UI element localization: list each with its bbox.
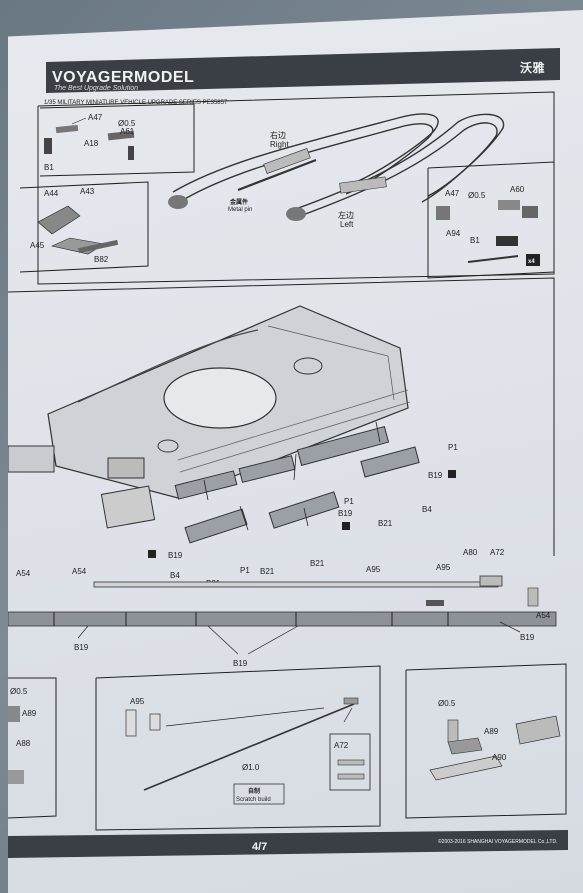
inset-bottom-left: Ø0.5 A89 A88 xyxy=(8,677,57,819)
label-p1-b: P1 xyxy=(344,497,354,506)
label-scratch-en: Scratch build xyxy=(236,797,271,803)
label-a90: A90 xyxy=(492,753,507,762)
label-left-cn: 左边 xyxy=(338,210,354,220)
label-a95-a: A95 xyxy=(366,565,381,574)
label-d10: Ø1.0 xyxy=(242,763,260,772)
marker-black-3 xyxy=(148,550,156,558)
label-b19-a: B19 xyxy=(428,471,443,480)
label-b4-b: B4 xyxy=(170,571,180,580)
rail-drawing xyxy=(8,575,557,627)
label-metal-pin-cn: 金属件 xyxy=(229,198,248,206)
label-b21-b: B21 xyxy=(310,559,325,568)
label-d05: Ø0.5 xyxy=(118,119,136,128)
header-banner: VOYAGERMODEL The Best Upgrade Solution 沃… xyxy=(46,48,560,93)
page-number: 4/7 xyxy=(252,841,267,853)
label-scratch-cn: 自制 xyxy=(248,787,260,795)
label-a44: A44 xyxy=(44,189,59,198)
label-metal-pin-en: Metal pin xyxy=(228,207,252,213)
inset-right: A47 Ø0.5 A60 A94 B1 x4 xyxy=(427,161,555,279)
hull-drawing xyxy=(8,305,411,529)
inset-bottom-right: Ø0.5 A89 A90 xyxy=(405,663,567,819)
label-b19-rail-a: B19 xyxy=(74,643,89,652)
label-d05-bl: Ø0.5 xyxy=(10,687,28,696)
label-a61: A61 xyxy=(120,127,135,136)
label-a88: A88 xyxy=(16,739,31,748)
label-b82: B82 xyxy=(94,255,109,264)
label-a89-bl: A89 xyxy=(22,709,37,718)
inset-top-left: A47 Ø0.5 A61 A18 B1 xyxy=(39,103,195,177)
skirt-arrows xyxy=(203,421,381,531)
label-a95-bc: A95 xyxy=(130,697,145,706)
label-a89-br: A89 xyxy=(484,727,499,736)
label-d05-br: Ø0.5 xyxy=(438,699,456,708)
label-a43: A43 xyxy=(80,187,95,196)
label-right-cn: 右边 xyxy=(270,130,286,140)
cable-end-right xyxy=(286,207,306,221)
inset-mid-left: A44 A43 A45 B82 xyxy=(19,181,149,273)
footer-bar xyxy=(8,830,568,858)
label-a45: A45 xyxy=(30,241,45,250)
middle-frame xyxy=(8,277,555,556)
label-p1-a: P1 xyxy=(448,443,458,452)
label-a54-b: A54 xyxy=(72,567,87,576)
label-a72-bc: A72 xyxy=(334,741,349,750)
cable-end-left xyxy=(168,195,188,209)
label-a54-c: A54 xyxy=(536,611,551,620)
label-a80: A80 xyxy=(463,548,478,557)
label-a54-a: A54 xyxy=(16,569,31,578)
label-b1-r: B1 xyxy=(470,236,480,245)
label-b1: B1 xyxy=(44,163,54,172)
brand-cn: 沃雅 xyxy=(520,60,545,75)
label-b19-b: B19 xyxy=(338,509,353,518)
marker-black-1 xyxy=(448,470,456,478)
label-b21-a: B21 xyxy=(378,519,393,528)
label-b19-rail-c: B19 xyxy=(520,633,535,642)
label-p1-c: P1 xyxy=(240,566,250,575)
label-b19-rail-b: B19 xyxy=(233,659,248,668)
label-a47-r: A47 xyxy=(445,189,460,198)
copyright: ©2003-2016 SHANGHAI VOYAGERMODEL Co.,LTD… xyxy=(438,838,557,845)
label-a18: A18 xyxy=(84,139,99,148)
top-frame xyxy=(37,91,555,285)
label-b19-c: B19 xyxy=(168,551,183,560)
label-a72: A72 xyxy=(490,548,505,557)
label-a60: A60 xyxy=(510,185,525,194)
label-b21-d: B21 xyxy=(260,567,275,576)
label-d05-r: Ø0.5 xyxy=(468,191,486,200)
label-a47: A47 xyxy=(88,113,103,122)
inset-bottom-center: A95 A72 Ø1.0 自制 Scratch build xyxy=(95,665,381,831)
label-b4-a: B4 xyxy=(422,505,432,514)
label-left-en: Left xyxy=(340,220,354,229)
label-right-en: Right xyxy=(270,140,289,149)
label-x4: x4 xyxy=(528,259,535,265)
brand-logo: VOYAGERMODEL xyxy=(52,69,194,86)
instruction-sheet: VOYAGERMODEL The Best Upgrade Solution 沃… xyxy=(8,10,583,893)
brand-tagline: The Best Upgrade Solution xyxy=(54,85,138,92)
marker-black-2 xyxy=(342,522,350,530)
label-a95-b: A95 xyxy=(436,563,451,572)
label-a94: A94 xyxy=(446,229,461,238)
sheet-drawing: VOYAGERMODEL The Best Upgrade Solution 沃… xyxy=(8,48,568,858)
tow-cable-drawing xyxy=(172,113,505,217)
rail-leader-lines xyxy=(77,621,521,655)
